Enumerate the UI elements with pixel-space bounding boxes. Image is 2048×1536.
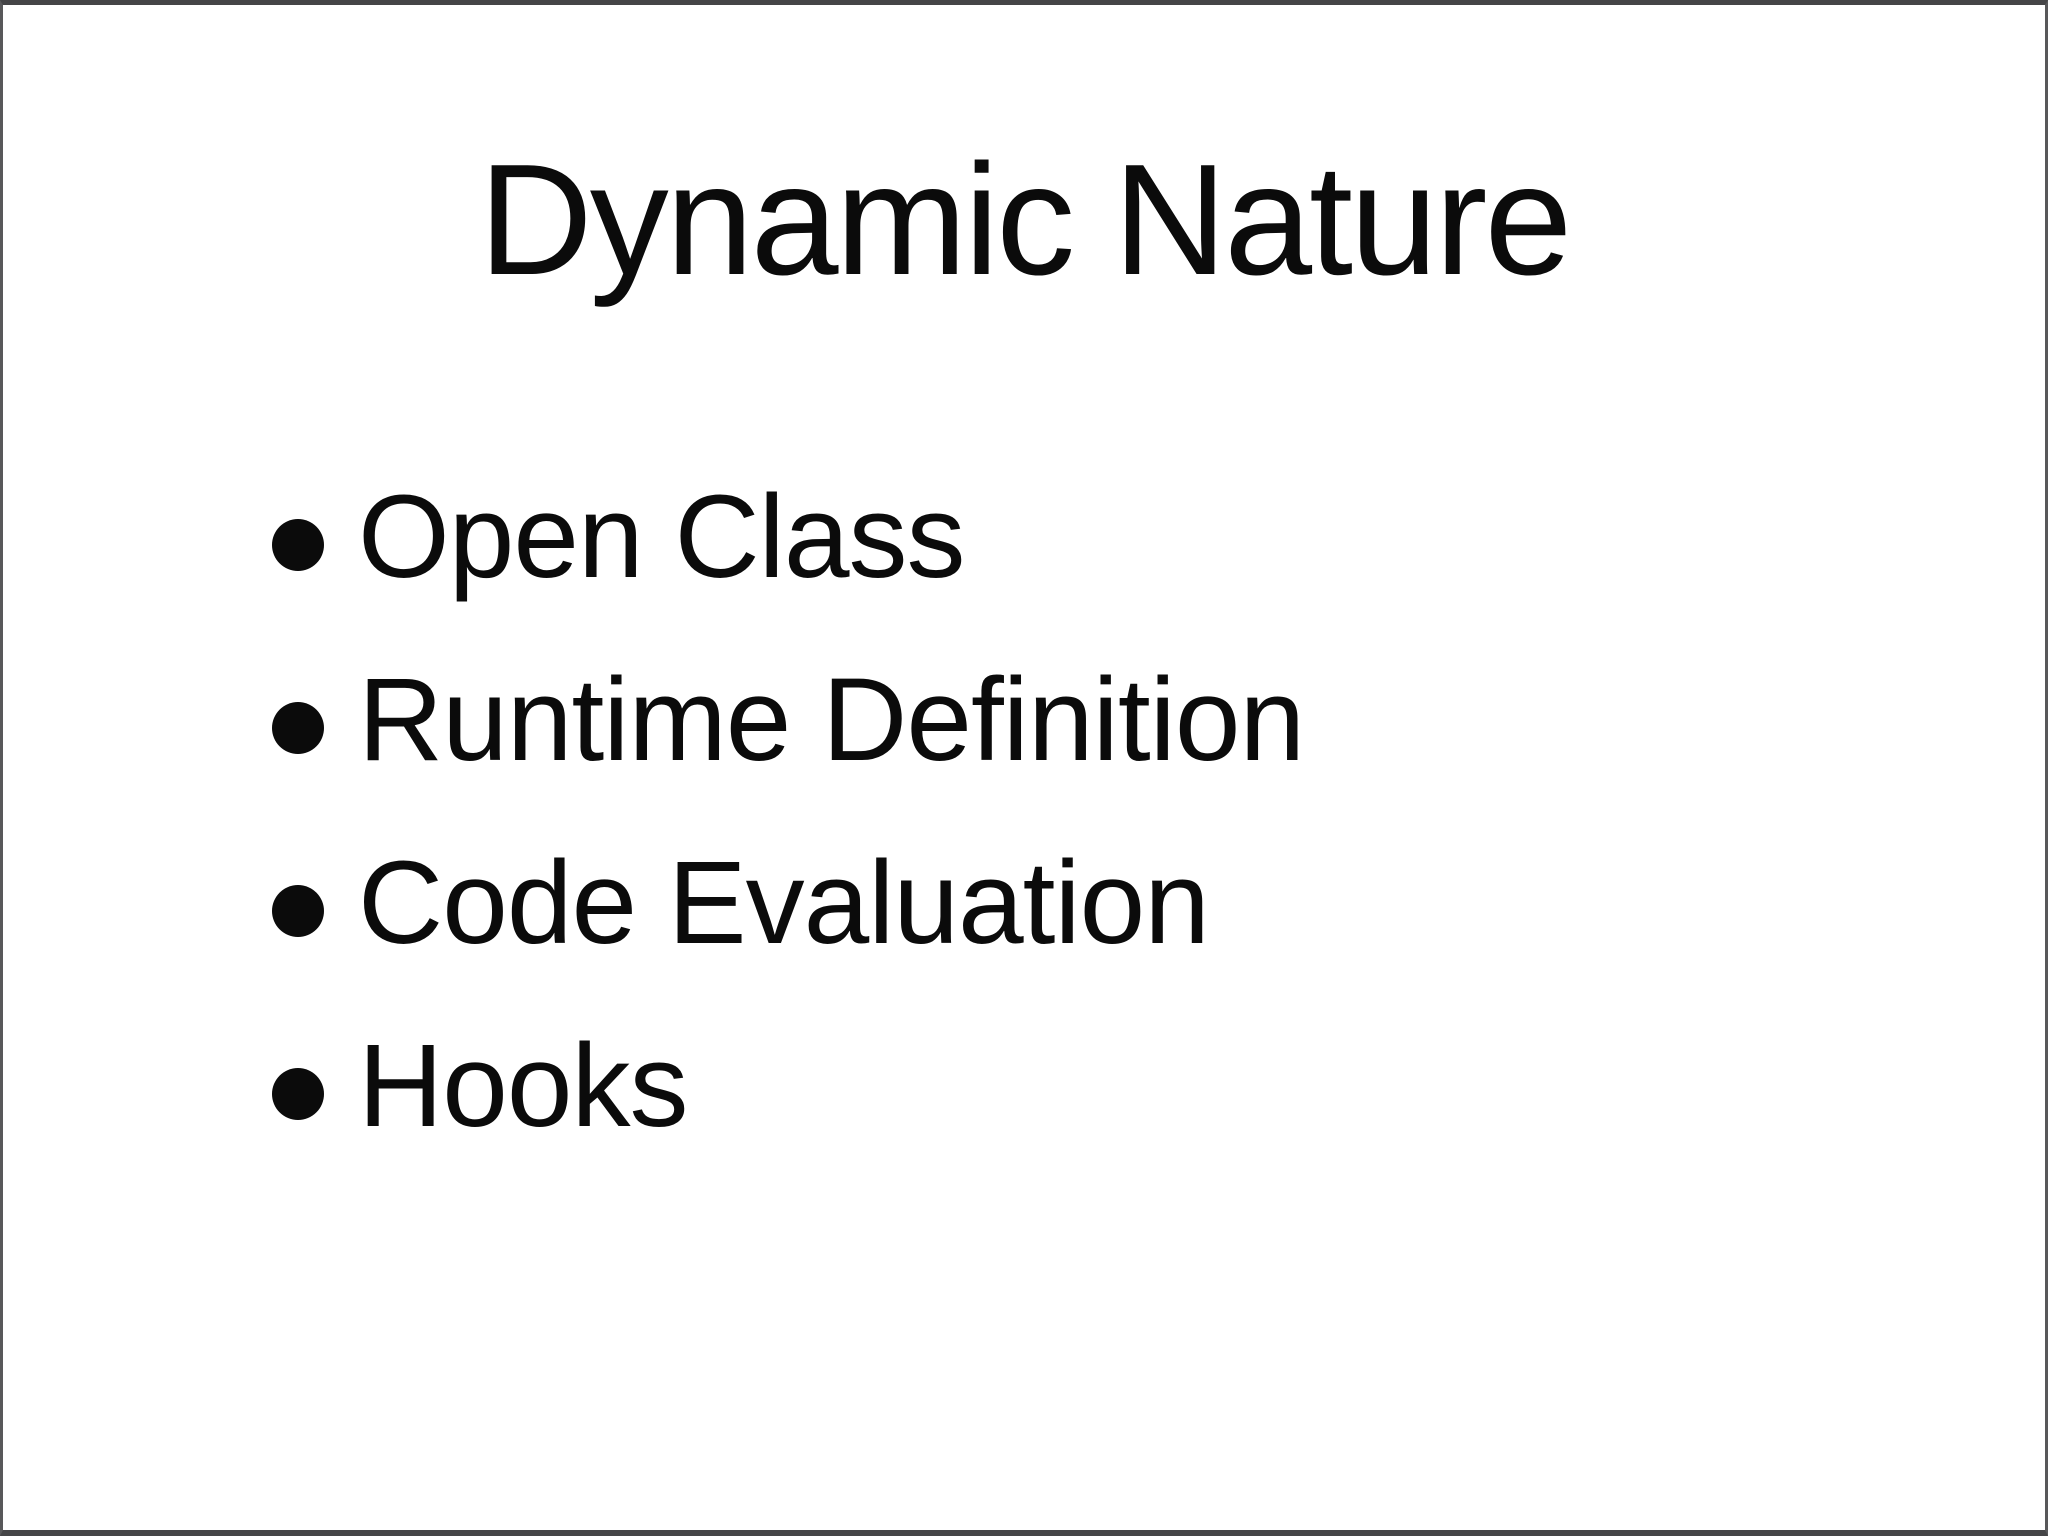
bullet-icon: [272, 885, 324, 937]
slide-title: Dynamic Nature: [478, 132, 1573, 308]
list-item: Open Class: [272, 446, 1304, 629]
bullet-label: Open Class: [358, 471, 966, 603]
bullet-label: Code Evaluation: [358, 837, 1210, 969]
list-item: Runtime Definition: [272, 629, 1305, 812]
bullet-icon: [272, 1068, 324, 1120]
bullet-label: Hooks: [358, 1020, 688, 1152]
bullet-icon: [272, 702, 324, 754]
list-item: Code Evaluation: [272, 812, 1304, 995]
bullet-icon: [272, 519, 324, 571]
bullet-list: Open Class Runtime Definition Code Evalu…: [272, 446, 1305, 1178]
list-item: Hooks: [272, 995, 1304, 1178]
bullet-label: Runtime Definition: [358, 654, 1305, 786]
